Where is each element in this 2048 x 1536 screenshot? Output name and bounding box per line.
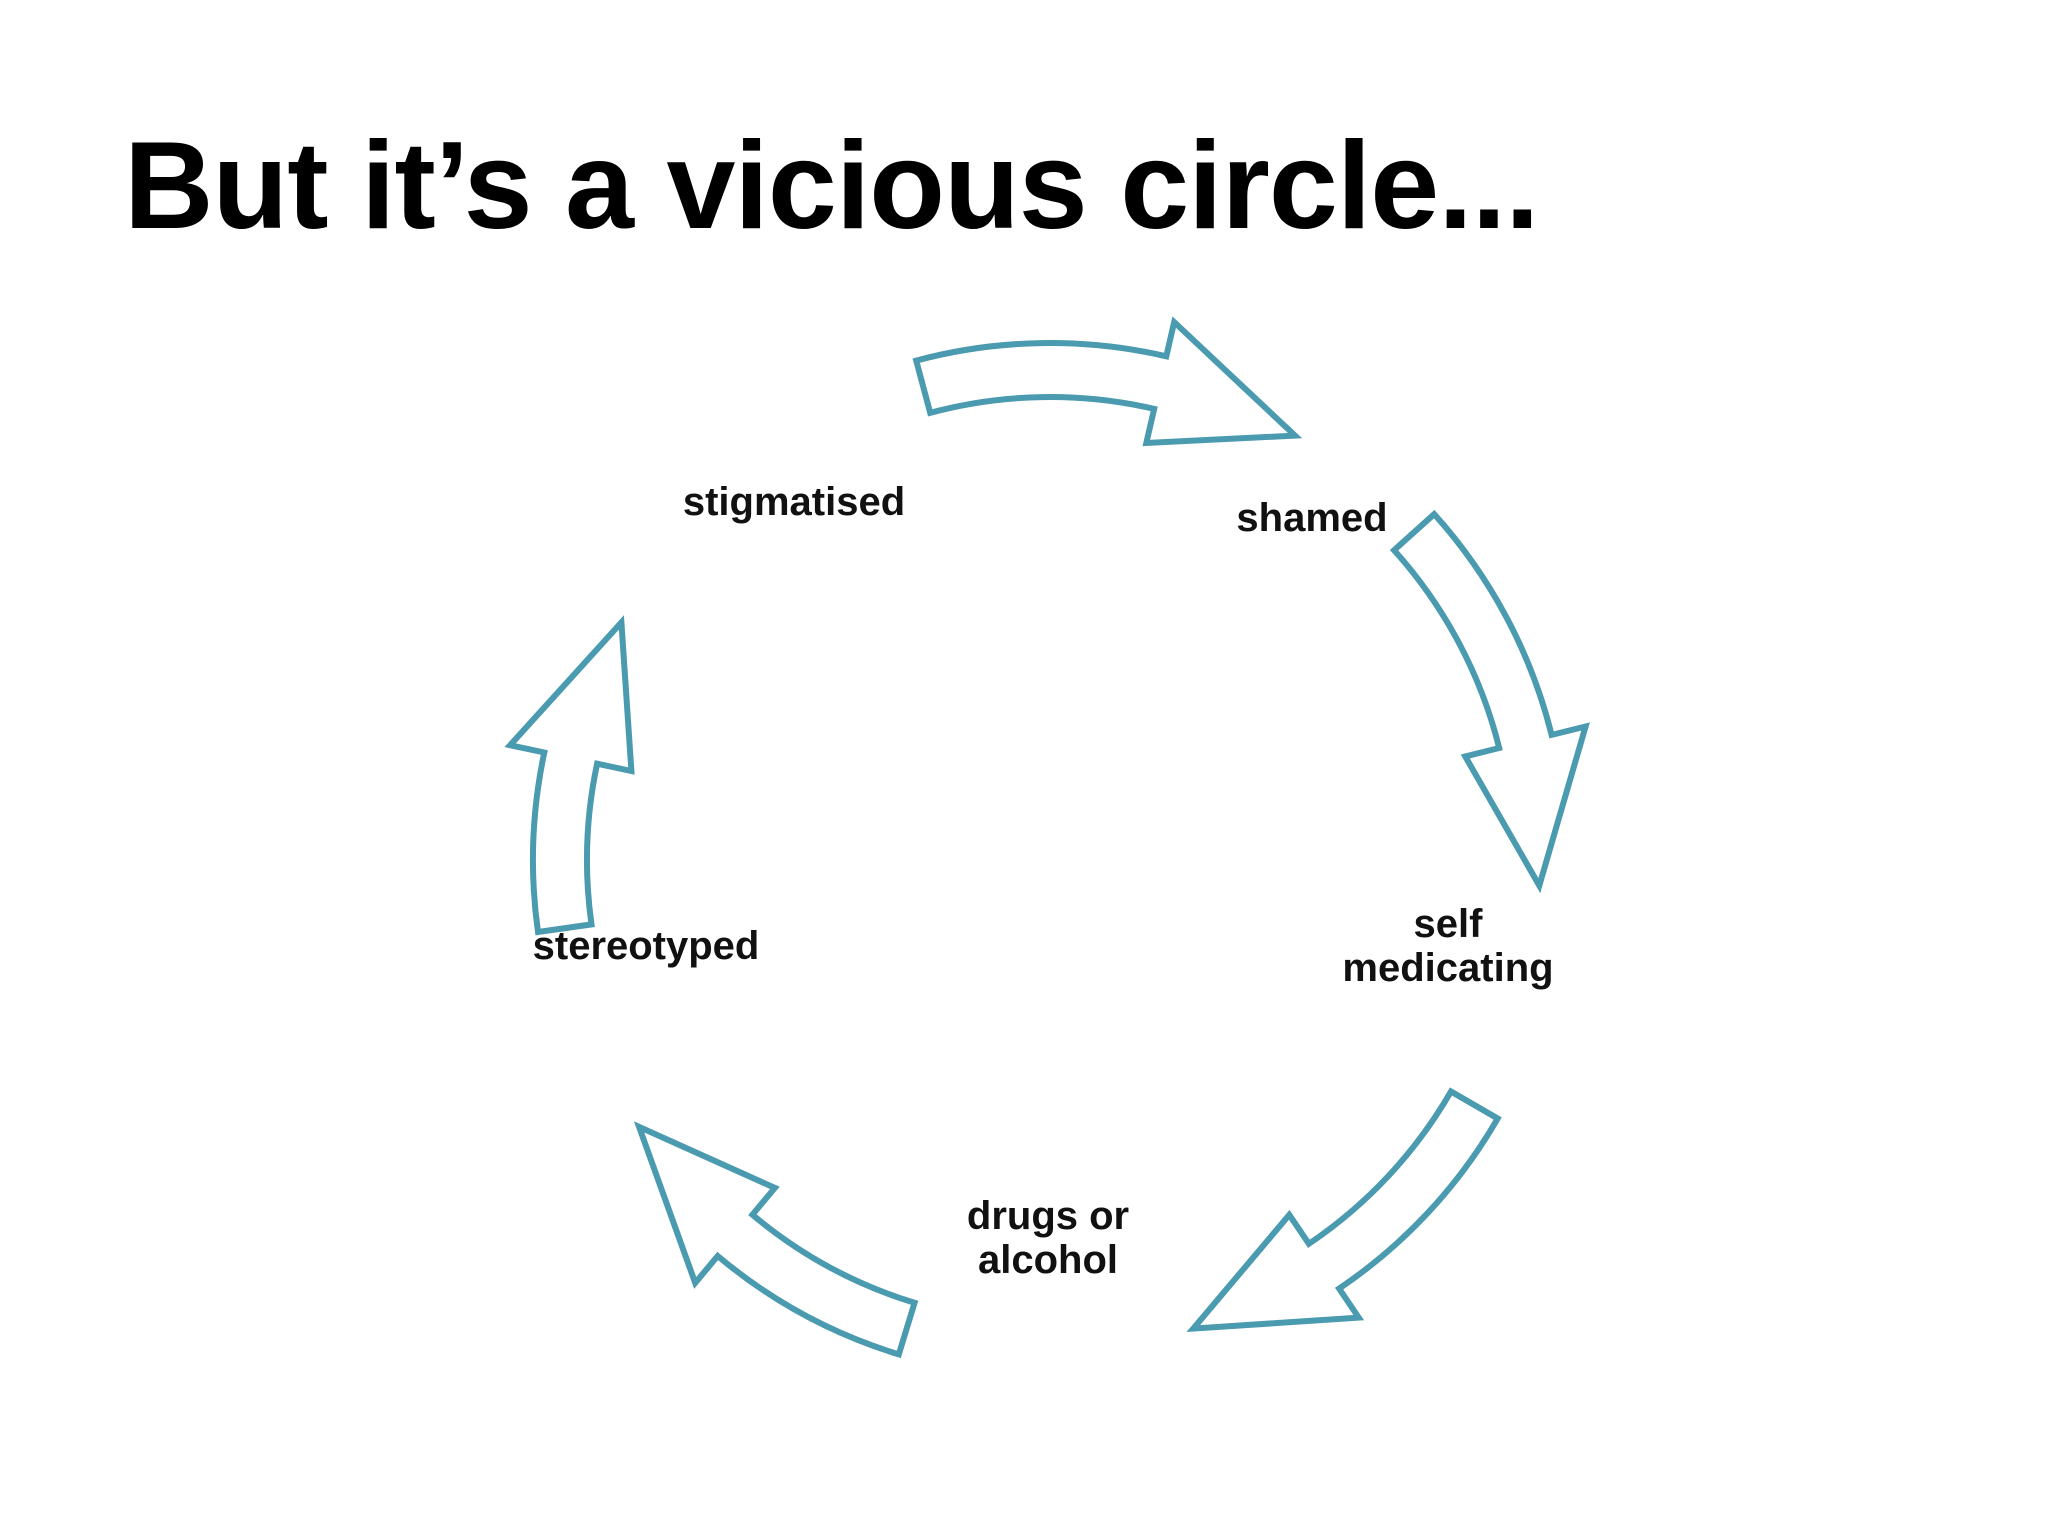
node-shamed: shamed (1236, 496, 1388, 540)
node-stereotyped: stereotyped (532, 924, 760, 968)
slide-title: But it’s a vicious circle... (124, 117, 1540, 255)
arrow-self-medicating-to-drugs (1186, 1087, 1502, 1333)
node-self-medicating: self medicating (1342, 902, 1554, 990)
arrow-self-medicating-to-drugs-shape (1186, 1087, 1502, 1333)
arrow-stigmatised-to-shamed-shape (912, 316, 1303, 447)
arrow-stereotyped-to-stigmatised (504, 615, 635, 936)
arrow-drugs-to-stereotyped (633, 1121, 919, 1359)
arrow-drugs-to-stereotyped-shape (633, 1121, 919, 1359)
arrow-shamed-to-self-medicating-shape (1389, 509, 1590, 894)
node-drugs-or-alcohol: drugs or alcohol (966, 1194, 1130, 1282)
arrow-shamed-to-self-medicating (1389, 509, 1590, 894)
node-stigmatised: stigmatised (682, 480, 906, 524)
arrow-stereotyped-to-stigmatised-shape (504, 615, 635, 936)
arrow-stigmatised-to-shamed (912, 316, 1303, 447)
